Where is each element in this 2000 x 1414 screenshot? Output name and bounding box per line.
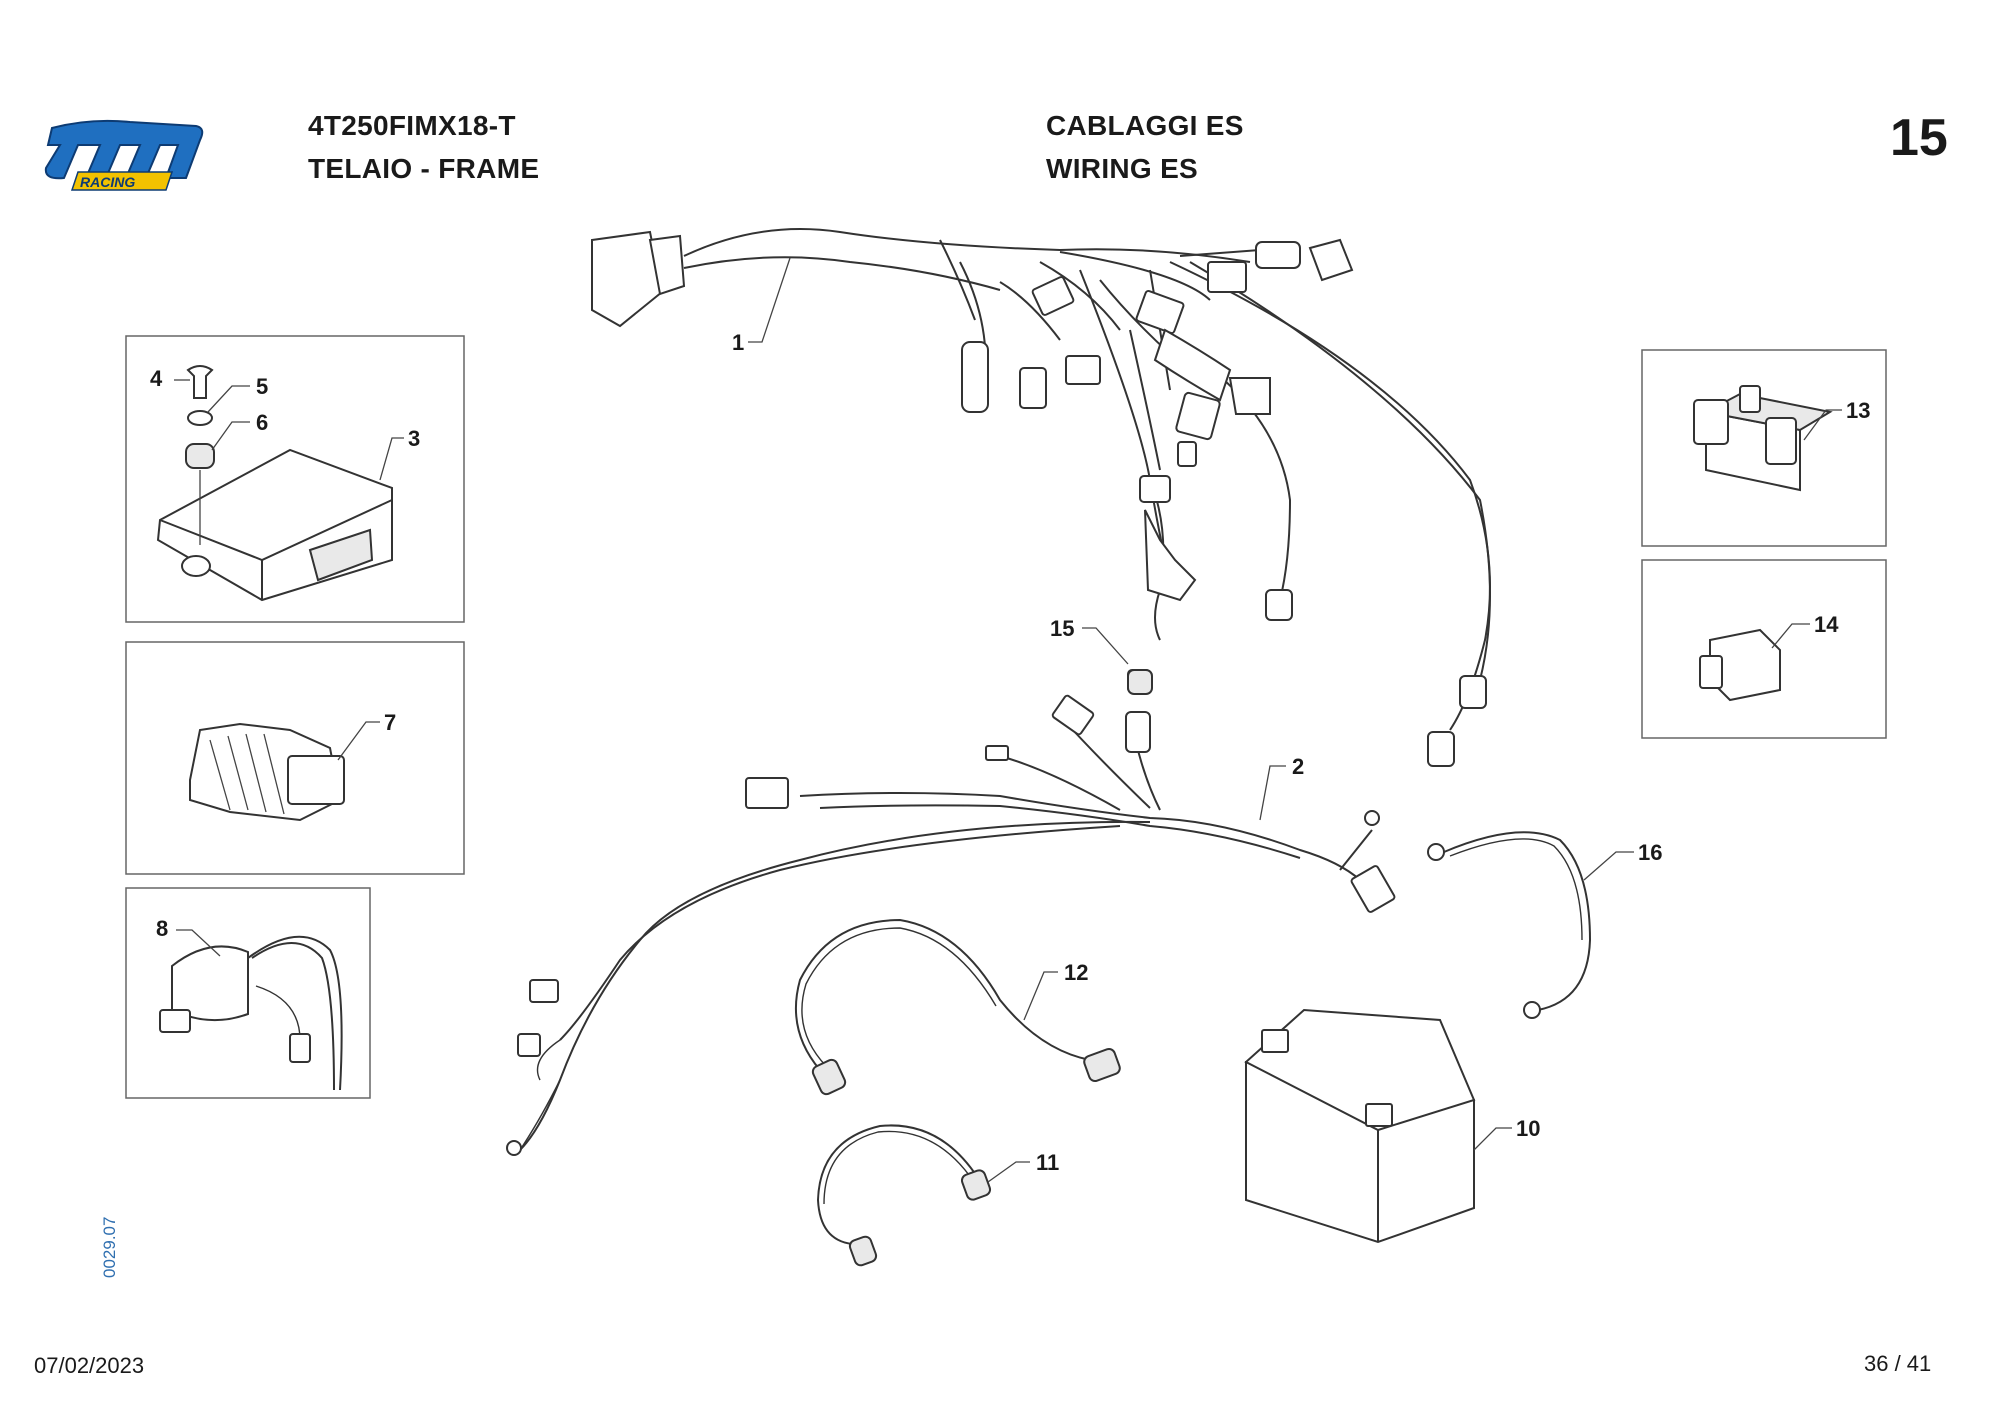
footer-page: 36 / 41 — [1864, 1351, 1932, 1376]
part-1-main-harness — [591, 228, 1491, 767]
coil-box — [125, 887, 371, 1099]
callout-12: 12 — [1064, 960, 1088, 985]
brand-logo: RACING — [44, 119, 204, 191]
callout-7: 7 — [384, 710, 396, 735]
part-14-connector — [1699, 628, 1781, 702]
part-10-battery — [1244, 1008, 1476, 1244]
part-2-secondary-harness — [506, 669, 1396, 1156]
part-16-ground-cable — [1427, 831, 1592, 1019]
ecu-box — [125, 335, 465, 623]
part-15-grommet — [1127, 669, 1153, 695]
leader-lines — [174, 257, 1842, 1183]
callout-10: 10 — [1516, 1116, 1540, 1141]
callout-15: 15 — [1050, 616, 1074, 641]
callout-2: 2 — [1292, 754, 1304, 779]
part-12-long-cable — [794, 918, 1121, 1096]
model-code: 4T250FIMX18-T — [308, 110, 516, 141]
table-number: 15 — [1890, 109, 1948, 167]
callout-5: 5 — [256, 374, 268, 399]
callout-11: 11 — [1036, 1150, 1059, 1175]
footer-date: 07/02/2023 — [34, 1353, 145, 1378]
connector-box — [1641, 559, 1887, 739]
relay-box — [1641, 349, 1887, 547]
callout-4: 4 — [150, 366, 163, 391]
callout-6: 6 — [256, 410, 268, 435]
logo-racing-text: RACING — [80, 174, 135, 190]
part-3-ecu — [156, 448, 393, 602]
regulator-box — [125, 641, 465, 875]
callout-3: 3 — [408, 426, 420, 451]
callout-8: 8 — [156, 916, 168, 941]
callout-13: 13 — [1846, 398, 1870, 423]
callout-16: 16 — [1638, 840, 1662, 865]
part-11-short-cable — [816, 1124, 992, 1267]
callout-labels: 1 2 3 4 5 6 7 8 10 11 12 13 14 15 16 — [150, 330, 1870, 1175]
parts-4-5-6-fasteners — [185, 365, 215, 545]
callout-14: 14 — [1814, 612, 1839, 637]
section-title: TELAIO - FRAME — [308, 153, 540, 184]
part-7-regulator — [189, 722, 345, 822]
part-8-ignition-coil — [159, 935, 343, 1091]
callout-1: 1 — [732, 330, 744, 355]
group-title-it: CABLAGGI ES — [1046, 110, 1244, 141]
part-13-starter-relay — [1693, 385, 1833, 492]
group-title-en: WIRING ES — [1046, 153, 1199, 184]
